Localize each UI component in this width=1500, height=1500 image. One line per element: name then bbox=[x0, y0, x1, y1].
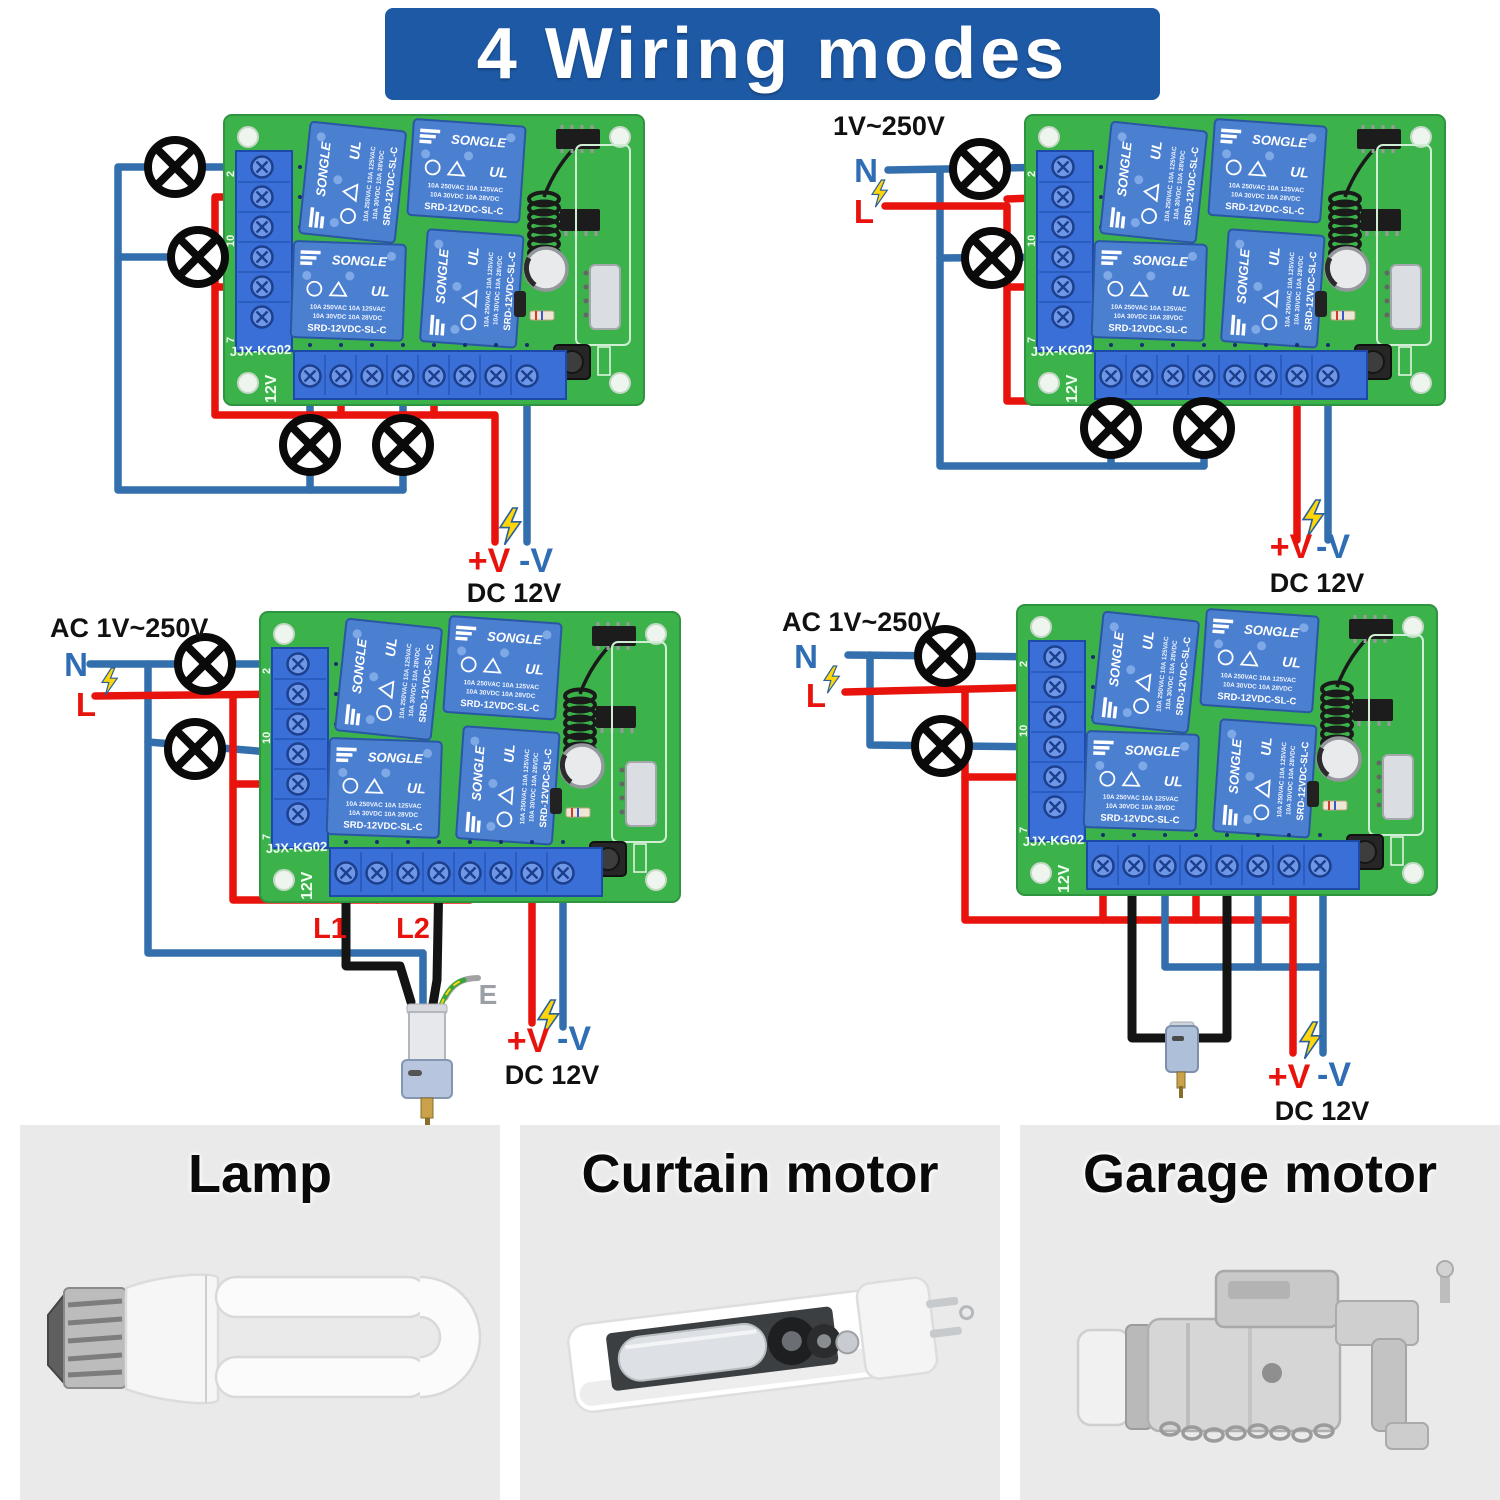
label-line1: L1 bbox=[313, 913, 347, 945]
motor-wire-L2 bbox=[428, 868, 444, 1009]
label-live: L bbox=[806, 677, 826, 714]
label-minus: -V bbox=[557, 1020, 591, 1058]
label-supply: DC 12V bbox=[505, 1060, 600, 1090]
wiring-diagram-2: 1V~250V N L +V -V DC 12V bbox=[833, 111, 1500, 598]
motor-wire-L1 bbox=[341, 868, 416, 1007]
label-source: AC 1V~250V bbox=[782, 607, 940, 637]
label-source: AC 1V~250V bbox=[50, 613, 208, 643]
label-line2: L2 bbox=[396, 913, 430, 945]
page-title: 4 Wiring modes bbox=[476, 14, 1069, 94]
lamp-photo bbox=[47, 1273, 482, 1405]
label-minus: -V bbox=[519, 542, 553, 580]
neutral-wire bbox=[866, 651, 1055, 751]
label-source: 1V~250V bbox=[833, 111, 945, 141]
earth-yellow-stripe bbox=[440, 979, 465, 1006]
neutral-wire bbox=[144, 660, 427, 1010]
curtain-motor-photo bbox=[567, 1276, 975, 1414]
neutral-wire bbox=[936, 166, 1208, 470]
product-label: Lamp bbox=[187, 1144, 333, 1204]
label-minus: -V bbox=[1317, 1056, 1351, 1094]
motor-icon bbox=[1165, 1021, 1199, 1098]
label-neutral: N bbox=[854, 152, 878, 189]
label-live: L bbox=[854, 193, 874, 230]
chain bbox=[1159, 1421, 1335, 1443]
product-panel-lamp: Lamp bbox=[20, 1125, 500, 1500]
relay-link-wire bbox=[1161, 862, 1327, 971]
label-neutral: N bbox=[64, 646, 88, 683]
motor-wire bbox=[1192, 861, 1232, 1043]
earth-green-wire bbox=[438, 977, 467, 1008]
product-label: Garage motor bbox=[1082, 1144, 1438, 1204]
label-neutral: N bbox=[794, 638, 818, 675]
label-live: L bbox=[76, 686, 96, 723]
wiring-diagram-3: AC 1V~250V N L L1 L2 E +V -V DC 12V bbox=[50, 580, 760, 1125]
label-plus: +V bbox=[1270, 528, 1313, 566]
label-earth: E bbox=[479, 979, 498, 1010]
label-plus: +V bbox=[468, 542, 511, 580]
label-supply: DC 12V bbox=[1270, 568, 1365, 598]
wiring-diagram-1: +V -V DC 12V bbox=[114, 105, 760, 608]
product-panel-curtain-motor: Curtain motor bbox=[520, 1125, 1000, 1500]
wiring-diagram-4: AC 1V~250V N L +V -V DC 12V bbox=[782, 580, 1500, 1126]
label-plus: +V bbox=[1268, 1058, 1311, 1096]
live-wire bbox=[961, 688, 1291, 924]
label-supply: DC 12V bbox=[467, 578, 562, 608]
garage-motor-photo bbox=[1076, 1260, 1454, 1450]
label-supply: DC 12V bbox=[1275, 1096, 1370, 1126]
motor-wire bbox=[1127, 861, 1173, 1043]
product-panel-garage-motor: Garage motor bbox=[1020, 1125, 1500, 1500]
label-minus: -V bbox=[1316, 528, 1350, 566]
motor-icon bbox=[401, 1003, 453, 1125]
product-label: Curtain motor bbox=[581, 1144, 939, 1204]
label-plus: +V bbox=[507, 1022, 550, 1060]
title-banner: 4 Wiring modes bbox=[385, 8, 1160, 100]
